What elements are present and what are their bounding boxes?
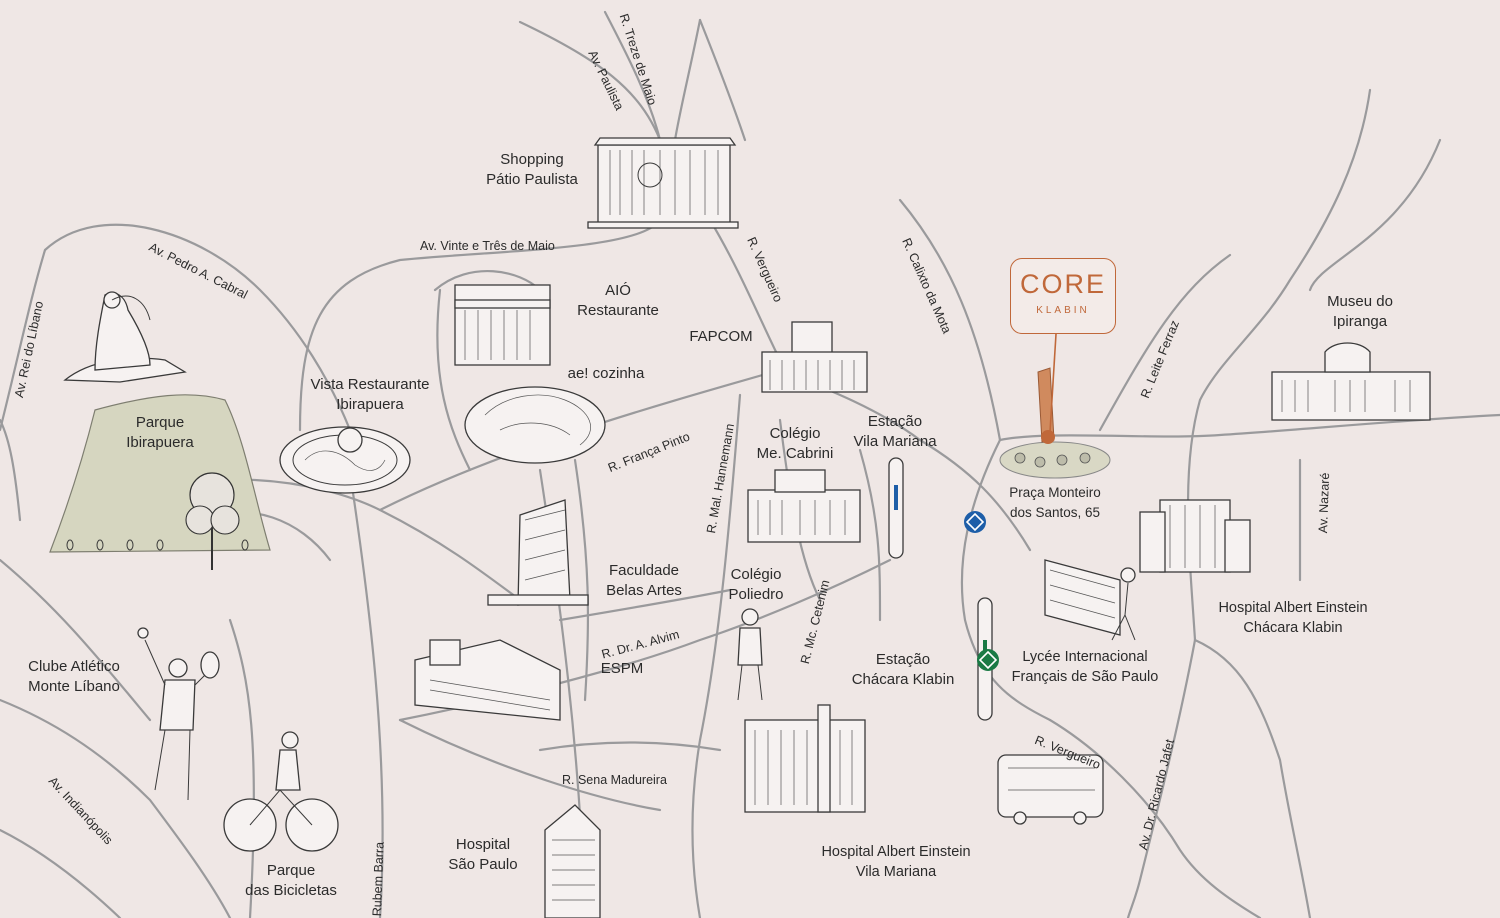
label-hospital-klabin: Hospital Albert Einstein Chácara Klabin xyxy=(1218,600,1368,636)
metro-vila-mariana-icon xyxy=(964,511,986,533)
street-sena-madureira: R. Sena Madureira xyxy=(562,773,667,787)
tree-illustration xyxy=(185,472,240,570)
yoga-figure-illustration xyxy=(63,291,187,383)
metro-chacara-klabin-icon xyxy=(977,649,999,671)
label-espm: ESPM xyxy=(600,660,644,677)
shopping-building-illustration xyxy=(587,137,739,229)
core-klabin-tower xyxy=(1037,333,1057,444)
label-praca-monteiro: Praça Monteiro dos Santos, 65 xyxy=(1009,485,1101,520)
student-figure-illustration xyxy=(737,608,763,701)
praca-monteiro-illustration xyxy=(999,441,1111,479)
aio-building-illustration xyxy=(454,284,551,366)
label-fapcom: FAPCOM xyxy=(689,328,753,345)
label-clube-monte-libano: Clube Atlético Monte Líbano xyxy=(28,658,120,695)
hospital-klabin-illustration xyxy=(1139,499,1251,573)
hospital-sp-illustration xyxy=(544,804,601,918)
street-rubem-barra: Rubem Barra xyxy=(370,841,387,917)
bus-illustration xyxy=(997,754,1104,825)
metro-totem-vila-mariana xyxy=(888,457,904,559)
label-estacao-chacara-klabin: Estação Chácara Klabin xyxy=(851,651,955,688)
fapcom-building-illustration xyxy=(761,321,868,393)
brand-title: CORE xyxy=(1019,269,1106,299)
street-vinte-tres-de-maio: Av. Vinte e Três de Maio xyxy=(420,239,555,253)
label-estacao-vila-mariana: Estação Vila Mariana xyxy=(853,413,937,450)
espm-building-illustration xyxy=(414,639,561,721)
label-parque-ibirapuera: Parque Ibirapuera xyxy=(126,414,194,451)
street-av-nazare: Av. Nazaré xyxy=(1316,472,1333,534)
museu-ipiranga-illustration xyxy=(1271,342,1431,421)
hospital-vila-illustration xyxy=(744,704,866,813)
park-arches xyxy=(66,539,249,551)
label-colegio-poliedro: Colégio Poliedro xyxy=(728,566,784,603)
tennis-player-illustration xyxy=(137,627,220,801)
label-ae-cozinha: ae! cozinha xyxy=(567,365,645,382)
belas-artes-illustration xyxy=(487,499,589,606)
label-hospital-sao-paulo: Hospital São Paulo xyxy=(448,836,518,873)
label-aio-restaurante: AIÓ Restaurante xyxy=(577,282,659,319)
ae-cozinha-dish-illustration xyxy=(464,386,606,464)
vista-dish-illustration xyxy=(279,426,411,494)
cyclist-illustration xyxy=(223,731,339,852)
brand-subtitle: KLABIN xyxy=(1036,305,1090,316)
label-parque-bicicletas: Parque das Bicicletas xyxy=(245,862,337,899)
label-colegio-cabrini: Colégio Me. Cabrini xyxy=(756,425,834,462)
label-faculdade-belas-artes: Faculdade Belas Artes xyxy=(606,562,682,599)
label-vista-restaurante: Vista Restaurante Ibirapuera xyxy=(310,376,430,413)
core-klabin-marker[interactable]: CORE KLABIN xyxy=(1010,258,1116,334)
colegio-cabrini-illustration xyxy=(747,469,861,543)
label-lycee: Lycée Internacional Français de São Paul… xyxy=(1011,649,1159,685)
lycee-building-illustration xyxy=(1044,559,1136,641)
label-shopping-patio-paulista: Shopping Pátio Paulista xyxy=(486,151,578,188)
label-museu-ipiranga: Museu do Ipiranga xyxy=(1327,293,1393,330)
label-hospital-vila-mariana: Hospital Albert Einstein Vila Mariana xyxy=(821,844,971,880)
